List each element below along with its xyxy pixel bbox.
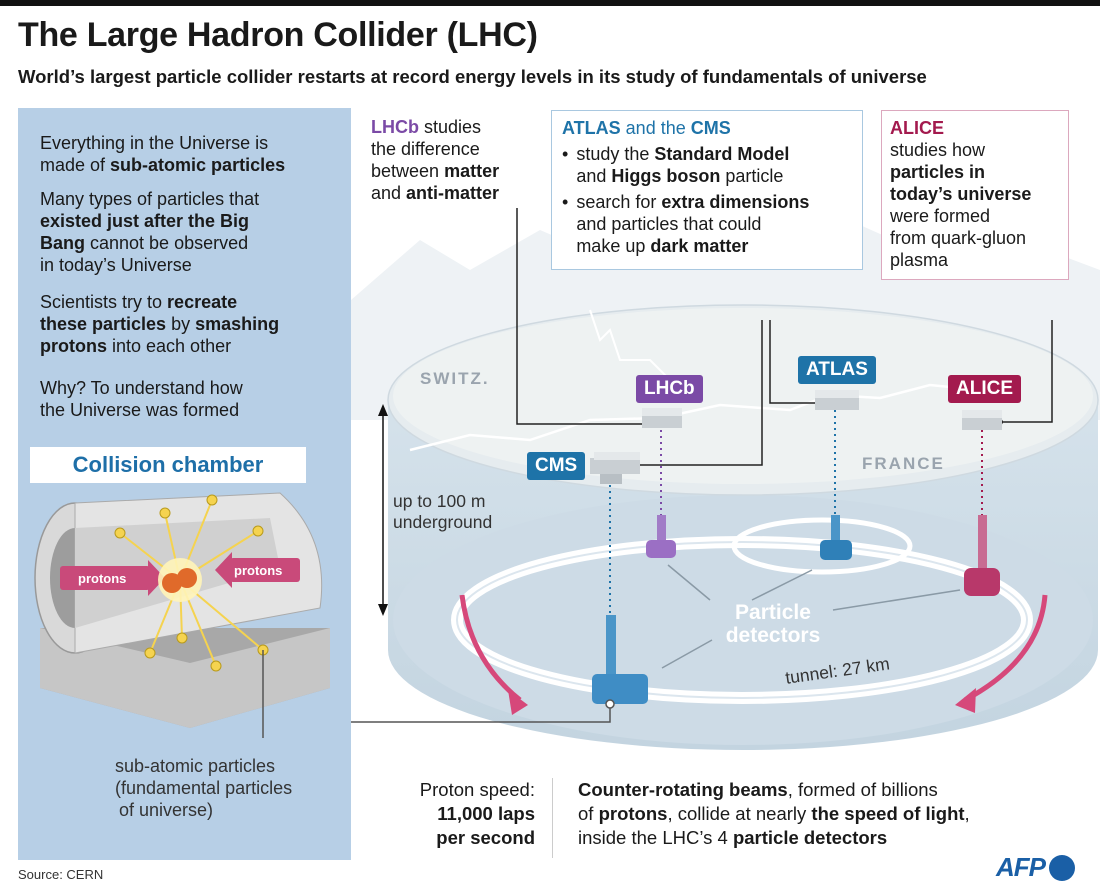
detector-pointer-arrows bbox=[661, 564, 961, 669]
page-title: The Large Hadron Collider (LHC) bbox=[18, 16, 538, 54]
rotation-arrow-right bbox=[963, 594, 1048, 703]
atlas-building-icon bbox=[815, 390, 859, 410]
left-paragraph-2: Many types of particles that existed jus… bbox=[40, 189, 260, 275]
small-ring bbox=[731, 517, 913, 575]
chamber-connector bbox=[351, 705, 611, 723]
switzerland-label: SWITZ. bbox=[420, 369, 490, 388]
bottom-divider bbox=[552, 778, 553, 858]
proton-speed-text: Proton speed: 11,000 laps per second bbox=[419, 779, 535, 848]
cms-detector-icon bbox=[592, 615, 648, 704]
lhcb-detector-icon bbox=[646, 515, 676, 558]
cms-connector bbox=[620, 320, 763, 466]
border-line bbox=[409, 383, 981, 452]
collision-chamber-illustration: protons protons bbox=[34, 492, 330, 738]
lhcb-connector bbox=[516, 208, 645, 425]
afp-logo: AFP bbox=[996, 852, 1046, 882]
left-info-panel bbox=[18, 108, 351, 860]
afp-logo-dot-icon bbox=[1049, 855, 1075, 881]
rotation-arrow-left bbox=[459, 594, 522, 702]
alice-connector bbox=[1000, 320, 1053, 423]
protons-label-left: protons bbox=[78, 571, 126, 586]
atlas-cms-info-box: ATLAS and the CMS • study the Standard M… bbox=[551, 110, 863, 270]
left-paragraph-1: Everything in the Universe is made of su… bbox=[40, 133, 286, 175]
atlas-connector bbox=[769, 320, 832, 404]
subatomic-caption: sub-atomic particles (fundamental partic… bbox=[115, 756, 293, 820]
cms-tag: CMS bbox=[527, 452, 586, 480]
atlas-detector-icon bbox=[820, 515, 852, 560]
top-bar bbox=[0, 0, 1100, 6]
alice-detector-icon bbox=[964, 515, 1000, 596]
lhcb-building-icon bbox=[642, 408, 682, 428]
page-subtitle: World’s largest particle collider restar… bbox=[18, 66, 927, 87]
source-credit: Source: CERN bbox=[18, 867, 104, 882]
lhcb-tag: LHCb bbox=[636, 375, 703, 403]
alice-building-icon bbox=[962, 410, 1002, 430]
cms-building-icon bbox=[590, 452, 640, 484]
protons-label-right: protons bbox=[234, 563, 282, 578]
left-paragraph-3: Scientists try to recreate these particl… bbox=[40, 292, 280, 356]
left-paragraph-4: Why? To understand how the Universe was … bbox=[40, 378, 243, 420]
lhcb-info-box: LHCb studies the difference between matt… bbox=[363, 110, 541, 206]
collision-chamber-title: Collision chamber bbox=[30, 447, 306, 483]
counter-rotating-beams-text: Counter-rotating beams, formed of billio… bbox=[578, 779, 970, 848]
alice-tag: ALICE bbox=[948, 375, 1021, 403]
alice-info-box: ALICE studies how particles in today’s u… bbox=[881, 110, 1069, 280]
atlas-tag: ATLAS bbox=[798, 356, 876, 384]
france-label: FRANCE bbox=[862, 454, 945, 473]
